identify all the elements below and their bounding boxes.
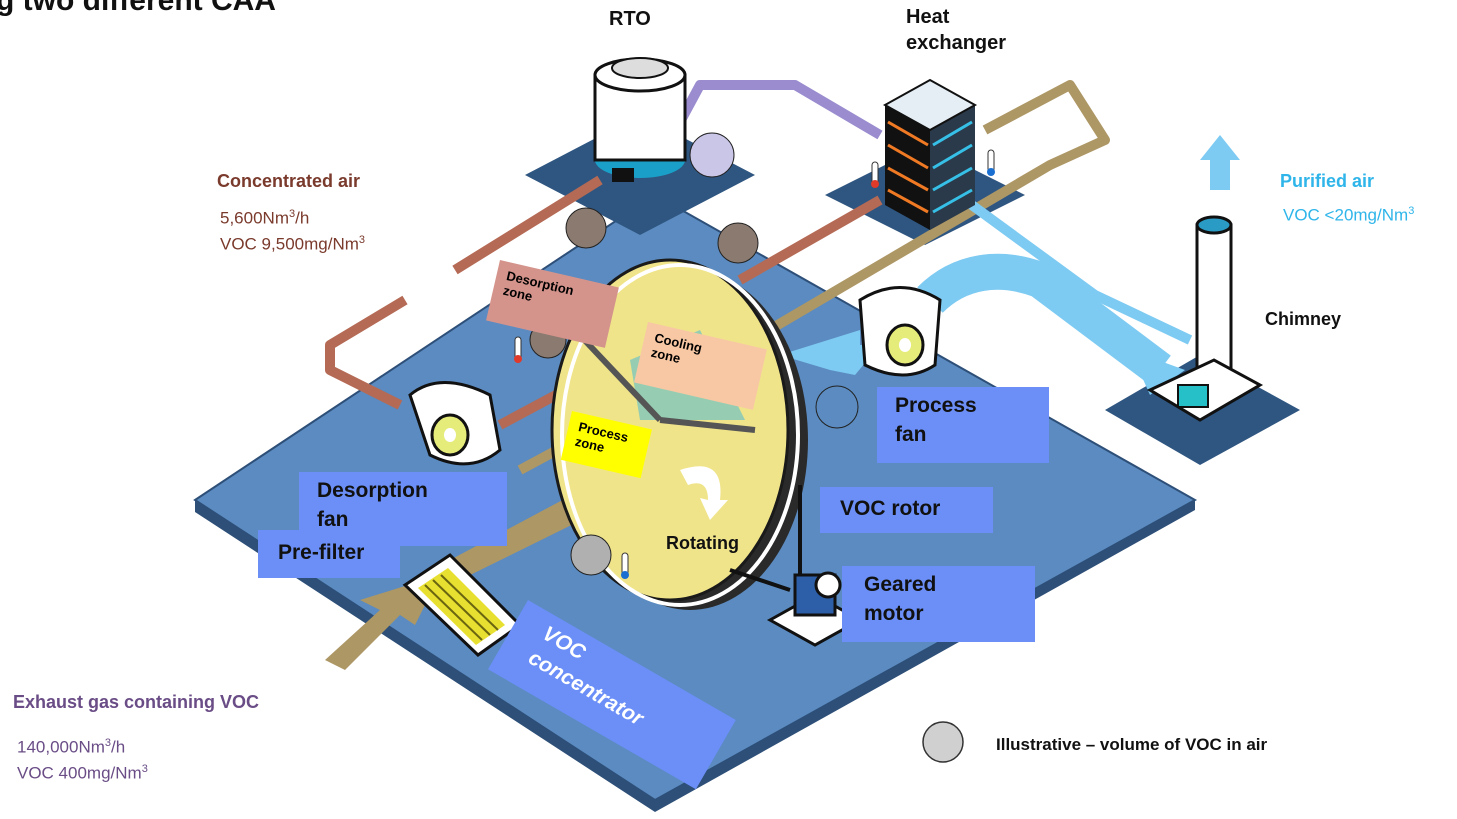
purified-air-voc: VOC <20mg/Nm3 — [1283, 205, 1414, 226]
concentrated-air-flow-sup: 3 — [288, 208, 296, 220]
voc-rotor-rim — [560, 263, 800, 607]
rotor-divider-a — [572, 327, 663, 423]
concentrated-air-flow-value: 5,600Nm — [220, 208, 289, 228]
pre-filter-label: Pre-filter — [258, 530, 400, 578]
rotor-divider-b — [659, 417, 756, 433]
hx-fins-orange — [887, 120, 929, 214]
voc-rotor-text: VOC rotor — [840, 497, 941, 520]
rto-label: RTO — [609, 8, 651, 30]
legend-text: Illustrative – volume of VOC in air — [996, 735, 1268, 754]
rto-outlet — [612, 168, 634, 182]
geared-motor-line2: motor — [864, 602, 924, 625]
process-fan-body — [858, 286, 942, 377]
exhaust-gas-title: Exhaust gas containing VOC — [13, 692, 260, 712]
rotor-belt — [729, 485, 802, 592]
arrow-to-chimney — [1130, 350, 1185, 395]
process-fan-line2: fan — [895, 423, 927, 446]
legend-particle-circle-icon — [922, 721, 964, 763]
purified-air-title: Purified air — [1280, 171, 1375, 191]
header-fragment: g two different CAA — [0, 0, 276, 17]
arrow-process-fan-in — [780, 330, 880, 375]
exhaust-gas-flow: 140,000Nm3/h — [17, 737, 125, 758]
geared-motor-line1: Geared — [864, 573, 937, 596]
concentrated-air-flow: 5,600Nm3/h — [220, 208, 309, 229]
pipe-brown-hx-to-rotor — [737, 195, 883, 285]
purified-air-voc-value: VOC <20mg/Nm — [1283, 205, 1409, 225]
exhaust-gas-flow-value: 140,000Nm — [17, 737, 105, 757]
thermometer-icons — [514, 149, 995, 579]
pipe-concentrated-outer — [325, 175, 603, 410]
pipe-lightblue-hx-to-chimney — [962, 195, 1193, 345]
exhaust-gas-voc-value: VOC 400mg/Nm — [17, 763, 142, 783]
concentrated-air-flow-tail: /h — [295, 208, 310, 228]
concentrated-air-voc: VOC 9,500mg/Nm3 — [220, 234, 365, 255]
hx-label-line1: Heat — [906, 6, 950, 28]
hx-label-line2: exchanger — [906, 32, 1007, 54]
desorption-fan-line2: fan — [317, 508, 349, 531]
exhaust-gas-flow-sup: 3 — [104, 737, 112, 749]
pipe-lightblue-wide — [917, 253, 1171, 385]
rotating-arrow-icon — [680, 466, 728, 520]
rto-cap — [611, 57, 669, 79]
desorption-fan-body — [408, 381, 502, 466]
purified-up-arrow — [1200, 135, 1240, 190]
process-fan-label: Process fan — [877, 387, 1049, 463]
geared-motor-label: Geared motor — [842, 566, 1035, 642]
concentrated-air-voc-sup: 3 — [358, 234, 366, 246]
concentrated-air-voc-value: VOC 9,500mg/Nm — [220, 234, 359, 254]
hx-top — [882, 78, 978, 132]
exhaust-gas-voc: VOC 400mg/Nm3 — [17, 763, 148, 784]
rotating-label: Rotating — [666, 533, 739, 553]
purified-air-voc-sup: 3 — [1408, 205, 1415, 217]
chimney-box — [1177, 384, 1209, 408]
hx-side — [930, 105, 975, 230]
exhaust-inlet-arrow — [325, 575, 440, 670]
exhaust-gas-flow-tail: /h — [111, 737, 126, 757]
pre-filter-text: Pre-filter — [278, 541, 365, 564]
desorption-fan-line1: Desorption — [317, 479, 428, 502]
hx-fins-blue — [932, 120, 973, 214]
concentrated-air-title: Concentrated air — [217, 171, 361, 191]
hx-front — [885, 105, 930, 230]
exhaust-gas-voc-sup: 3 — [141, 763, 148, 775]
chimney-top — [1195, 215, 1233, 235]
voc-rotor-label: VOC rotor — [820, 487, 993, 533]
chimney-label: Chimney — [1265, 309, 1342, 329]
process-fan-line1: Process — [895, 394, 977, 417]
